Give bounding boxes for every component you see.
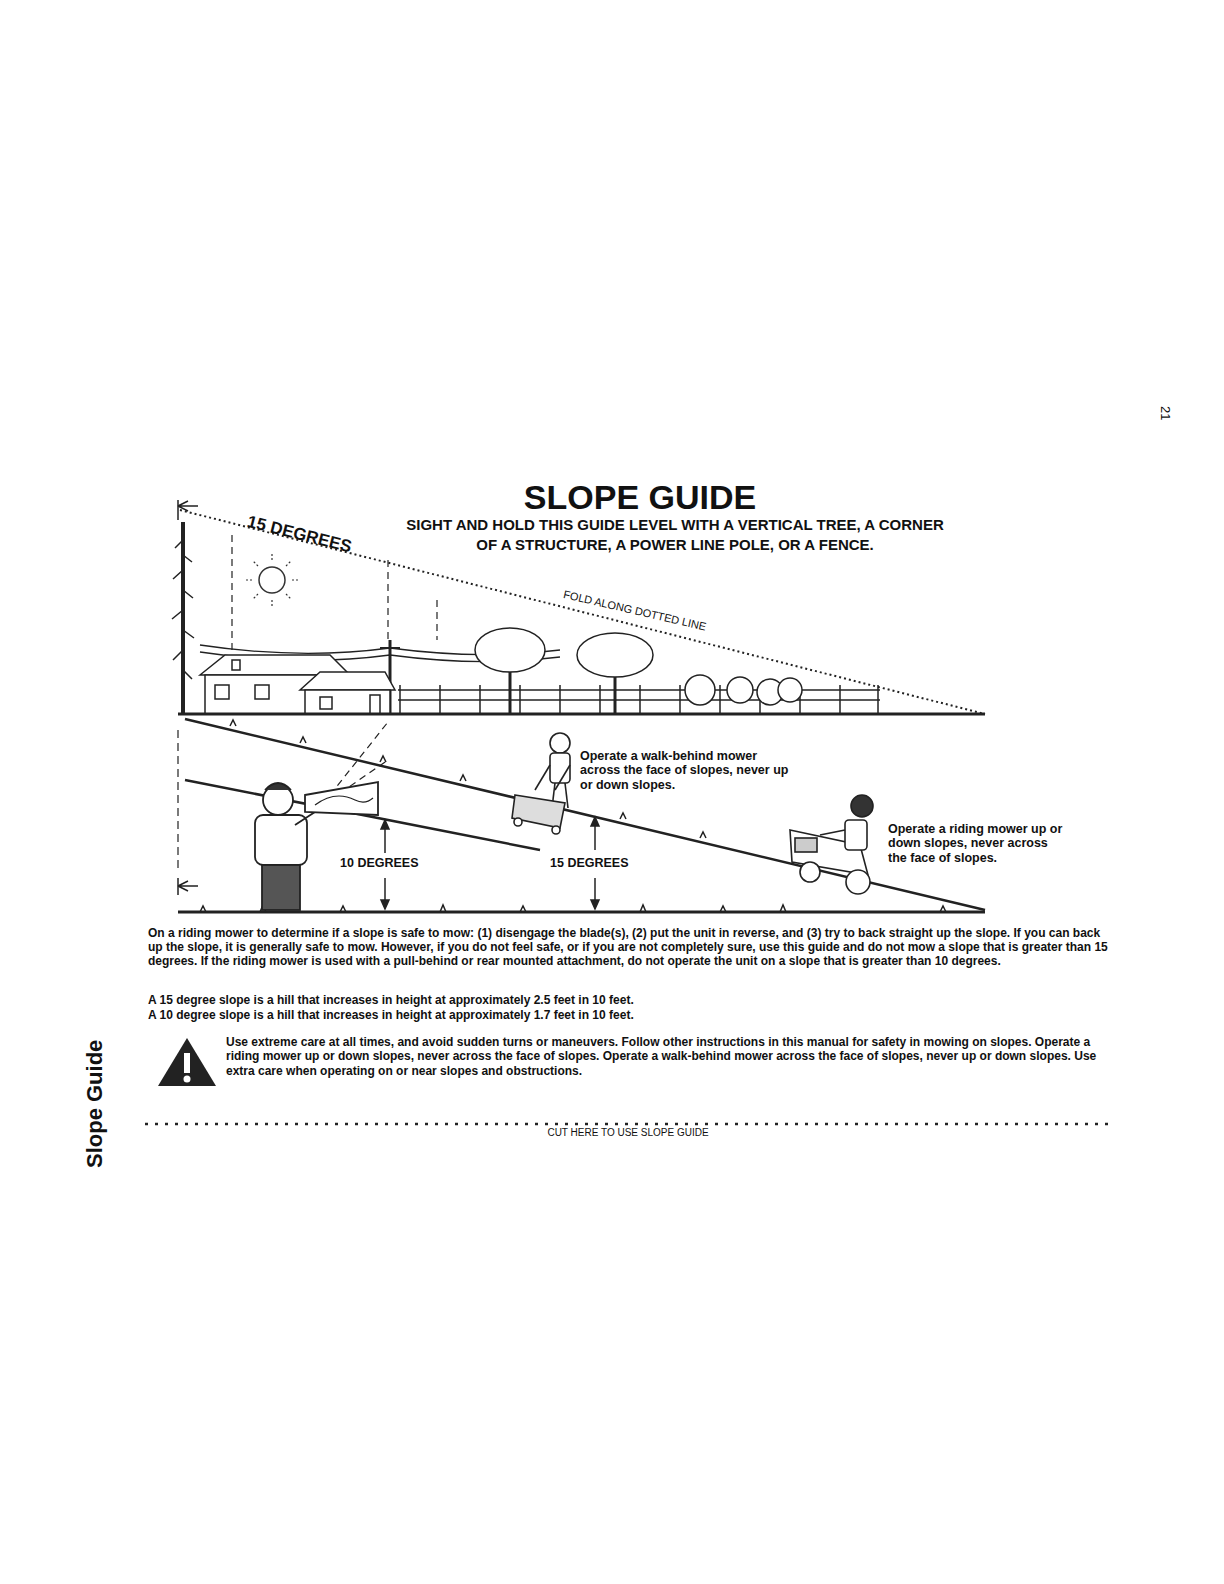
trees-part (577, 633, 653, 677)
ground-part (178, 713, 985, 716)
slope-note: A 15 degree slope is a hill that increas… (148, 993, 1114, 1007)
ground-part (185, 719, 985, 910)
degree-arrow-part (591, 900, 599, 909)
person-sighting-part (262, 865, 300, 910)
riding-mower-part (851, 795, 873, 817)
fold-line-part (178, 501, 198, 511)
house-part (232, 660, 240, 670)
cut-label: CUT HERE TO USE SLOPE GUIDE (545, 1127, 710, 1139)
fence-part (398, 699, 880, 701)
vertical-tree (172, 522, 194, 714)
trees-part (778, 678, 802, 702)
person-sighting-part (315, 796, 373, 805)
fence-part (398, 689, 880, 691)
sun (246, 554, 298, 606)
callout-text: Operate a walk-behind mower across the f… (580, 749, 795, 792)
riding-mower-part (845, 820, 867, 850)
walk-behind-mower-part (535, 765, 550, 790)
power-line-part (380, 647, 400, 649)
degree-arrow-part (591, 817, 599, 826)
walk-behind-mower-part (550, 753, 570, 783)
warning-icon-part (184, 1053, 190, 1073)
warning-text: Use extreme care at all times, and avoid… (226, 1035, 1116, 1078)
fold-label: FOLD ALONG DOTTED LINE (562, 588, 707, 633)
house-part (215, 685, 229, 699)
riding-mower-part (795, 838, 817, 852)
angle-label: 10 DEGREES (338, 856, 421, 870)
section-tab: Slope Guide (82, 1040, 107, 1168)
fence-part (400, 685, 878, 714)
page-number: 21 (1157, 406, 1172, 420)
warning-icon (158, 1038, 216, 1086)
person-sighting-part (265, 783, 291, 790)
fold-line-part (178, 881, 198, 891)
walk-behind-mower-part (550, 733, 570, 753)
degree-arrow-part (381, 820, 389, 829)
walk-behind-mower-part (514, 818, 522, 826)
walk-behind-mower-part (552, 826, 560, 834)
house-part (255, 685, 269, 699)
ground-part (178, 911, 985, 914)
fold-line-part (177, 730, 178, 870)
sight-lines-part (387, 560, 388, 640)
sight-lines-part (436, 600, 437, 640)
warning-icon-part (158, 1038, 216, 1086)
riding-mower-part (846, 870, 870, 894)
degree-arrow-part (381, 900, 389, 909)
house-part (305, 690, 390, 714)
fence (398, 685, 880, 714)
fold-line-part (180, 510, 985, 714)
trees (475, 628, 802, 714)
callout-text: Operate a riding mower up or down slopes… (888, 822, 1068, 865)
vertical-tree-part (172, 540, 194, 679)
sun-part (246, 554, 298, 606)
trees-part (727, 677, 753, 703)
sight-lines-part (231, 535, 232, 650)
ground-part (185, 780, 540, 850)
walk-behind-mower (512, 733, 570, 834)
sun-part (259, 567, 285, 593)
ground (178, 714, 985, 912)
slope-note: A 10 degree slope is a hill that increas… (148, 1008, 1114, 1022)
walk-behind-mower-part (555, 765, 570, 790)
house-part (370, 695, 380, 714)
house-part (300, 672, 395, 690)
trees-part (685, 675, 715, 705)
body-paragraph: On a riding mower to determine if a slop… (148, 926, 1114, 968)
walk-behind-mower-part (512, 795, 565, 828)
person-sighting-part (305, 782, 378, 815)
ground-part (200, 905, 946, 912)
riding-mower (790, 795, 873, 894)
fold-line (178, 500, 985, 895)
vertical-tree-part (181, 522, 185, 714)
fold-line-part (177, 878, 179, 895)
instruction-heading: SIGHT AND HOLD THIS GUIDE LEVEL WITH A V… (395, 515, 955, 554)
page-title: SLOPE GUIDE (420, 480, 860, 514)
angle-label: 15 DEGREES (548, 856, 631, 870)
fold-line-part (177, 500, 179, 520)
house-part (320, 697, 332, 709)
person-sighting (255, 782, 378, 910)
house (200, 655, 395, 714)
cut-line (145, 1123, 1112, 1126)
riding-mower-part (800, 862, 820, 882)
trees-part (475, 628, 545, 672)
angle-label: 15 DEGREES (245, 512, 353, 557)
warning-icon-part (184, 1076, 191, 1083)
sight-lines-part (330, 722, 388, 795)
riding-mower-part (820, 830, 845, 835)
